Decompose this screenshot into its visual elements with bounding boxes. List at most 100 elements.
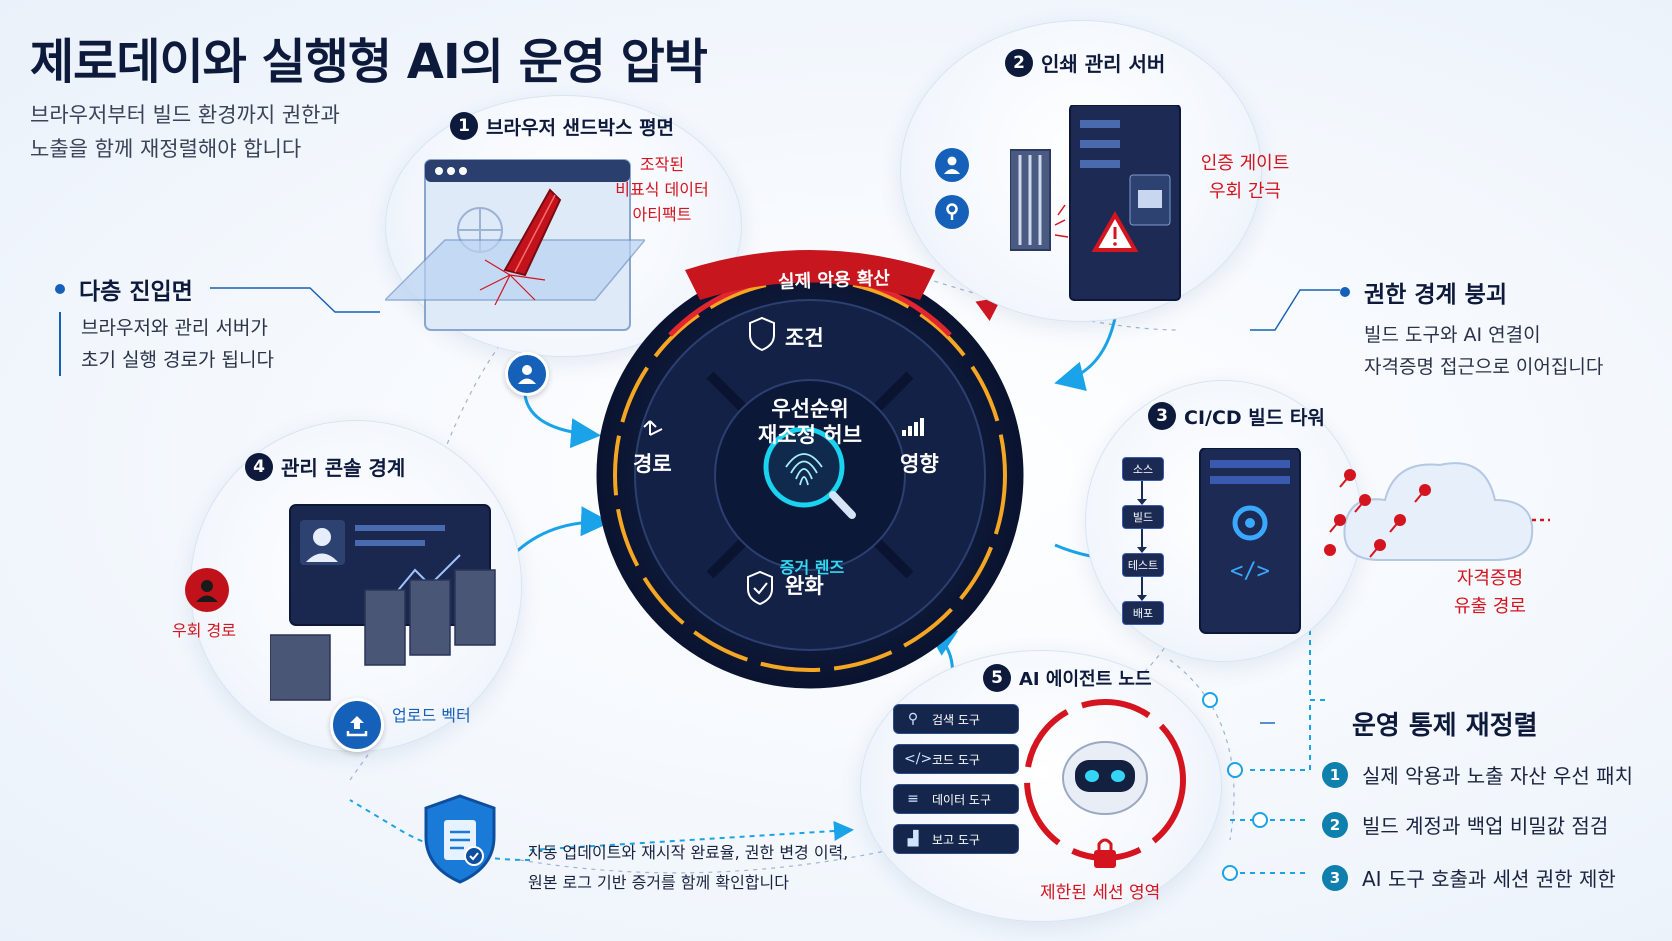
callout-line-1: 빌드 도구와 AI 연결이	[1364, 324, 1541, 346]
step-number: 2	[1322, 811, 1348, 838]
step-text: 실제 악용과 노출 자산 우선 패치	[1362, 764, 1633, 788]
credential-leak-label: 자격증명 유출 경로	[1435, 565, 1545, 621]
callout-line-2: 초기 실행 경로가 됩니다	[81, 349, 274, 371]
tool-label: 보고 도구	[932, 832, 980, 847]
svg-text:</>: </>	[1230, 559, 1270, 584]
section-number: 1	[450, 112, 478, 140]
auth-gap-label-line-2: 우회 간극	[1209, 181, 1281, 202]
callout-privilege-collapse: 권한 경계 붕괴 빌드 도구와 AI 연결이 자격증명 접근으로 이어집니다	[1340, 275, 1603, 383]
step-text: 빌드 계정과 백업 비밀값 점검	[1362, 814, 1609, 838]
step-number: 1	[1322, 761, 1348, 788]
section-title: 인쇄 관리 서버	[1041, 52, 1166, 76]
hub-banner	[685, 250, 935, 300]
evidence-check-note: 자동 업데이트와 재시작 완료율, 권한 변경 이력, 원본 로그 기반 증거를…	[528, 838, 848, 898]
console-section-heading: 4 관리 콘솔 경계	[245, 452, 405, 481]
artifact-label: 조작된 비표식 데이터 아티팩트	[612, 152, 712, 227]
subtitle-line-1: 브라우저부터 빌드 환경까지 권한과	[30, 103, 340, 127]
code-icon: </>	[904, 751, 933, 767]
realign-step-1: 1 실제 악용과 노출 자산 우선 패치	[1322, 760, 1633, 789]
tool-label: 검색 도구	[932, 712, 980, 727]
hub-segment-conditions: 조건	[785, 326, 824, 350]
evidence-line-1: 자동 업데이트와 재시작 완료율, 권한 변경 이력,	[528, 843, 849, 862]
connector-nodes	[1202, 692, 1268, 881]
tool-search: ⚲ 검색 도구	[893, 704, 1019, 734]
chart-icon: ▟	[907, 831, 919, 847]
section-number: 4	[245, 452, 273, 481]
section-title: 브라우저 샌드박스 평면	[486, 116, 675, 139]
callout-line-2: 자격증명 접근으로 이어집니다	[1364, 356, 1604, 378]
database-icon: ≡	[907, 791, 919, 807]
bullet-dot	[1340, 287, 1350, 297]
print-server-illustration	[1010, 105, 1181, 301]
hub-segment-impact: 영향	[900, 452, 939, 476]
pipeline-stage-test: 테스트	[1122, 553, 1164, 577]
tool-code: </>코드 도구	[893, 744, 1019, 774]
browser-section-heading: 1 브라우저 샌드박스 평면	[450, 112, 674, 140]
cicd-section-heading: 3 CI/CD 빌드 타워	[1148, 402, 1325, 430]
artifact-label-line-2: 비표식 데이터	[615, 180, 709, 199]
hub-center-line-1: 우선순위	[771, 397, 849, 421]
realign-step-2: 2 빌드 계정과 백업 비밀값 점검	[1322, 810, 1608, 839]
cloud-leak-illustration	[1324, 462, 1534, 561]
step-text: AI 도구 호출과 세션 권한 제한	[1362, 867, 1616, 891]
hub-segment-path: 경로	[633, 452, 672, 476]
page-subtitle: 브라우저부터 빌드 환경까지 권한과 노출을 함께 재정렬해야 합니다	[30, 98, 390, 166]
auth-gap-label: 인증 게이트 우회 간극	[1195, 150, 1295, 206]
print-section-heading: 2 인쇄 관리 서버	[1005, 48, 1165, 77]
pipeline-stage-source: 소스	[1122, 457, 1164, 481]
callout-line-1: 브라우저와 관리 서버가	[81, 317, 268, 339]
tool-label: 코드 도구	[932, 752, 980, 767]
robot-session-illustration	[1024, 699, 1186, 868]
search-icon: ⚲	[907, 711, 919, 727]
build-tower-illustration: </>	[1199, 448, 1301, 634]
callout-title: 다층 진입면	[79, 279, 193, 305]
credential-leak-label-line-1: 자격증명	[1456, 568, 1524, 589]
user-icon	[935, 148, 969, 182]
section-title: 관리 콘솔 경계	[281, 456, 406, 480]
hub-banner-label: 실제 악용 확산	[777, 268, 891, 293]
tool-report: ▟ 보고 도구	[893, 824, 1019, 854]
admin-console-illustration	[270, 504, 496, 701]
subtitle-line-2: 노출을 함께 재정렬해야 합니다	[30, 137, 302, 161]
tool-data: ≡ 데이터 도구	[893, 784, 1019, 814]
leader-lines	[210, 287, 1340, 724]
tool-label: 데이터 도구	[932, 792, 992, 807]
section-title: CI/CD 빌드 타워	[1184, 406, 1325, 429]
bypass-path-label: 우회 경로	[172, 621, 236, 640]
upload-icon	[330, 698, 384, 752]
step-number: 3	[1322, 864, 1348, 891]
pipeline-stage-build: 빌드	[1122, 505, 1164, 529]
user-icon	[505, 352, 549, 396]
realign-title: 운영 통제 재정렬	[1352, 711, 1538, 741]
agent-section-heading: 5 AI 에이전트 노드	[983, 664, 1152, 692]
key-icon	[935, 195, 969, 229]
attacker-icon	[185, 568, 229, 612]
artifact-label-line-3: 아티팩트	[632, 205, 692, 224]
pipeline-stage-deploy: 배포	[1122, 601, 1164, 625]
realign-step-3: 3 AI 도구 호출과 세션 권한 제한	[1322, 863, 1616, 892]
browser-window-illustration	[385, 159, 645, 331]
pipeline-arrows	[1137, 481, 1147, 601]
callout-multi-entry: 다층 진입면 브라우저와 관리 서버가 초기 실행 경로가 됩니다	[55, 272, 274, 376]
section-number: 3	[1148, 402, 1176, 430]
hub-center-label: 우선순위 재조정 허브	[750, 396, 870, 448]
hub-center-line-2: 재조정 허브	[758, 423, 862, 447]
bullet-dot	[55, 284, 65, 294]
priority-hub	[596, 250, 1024, 689]
auth-gap-label-line-1: 인증 게이트	[1200, 153, 1290, 174]
hub-segment-icons	[643, 316, 775, 606]
upload-vector-label: 업로드 벡터	[392, 706, 471, 725]
evidence-line-2: 원본 로그 기반 증거를 함께 확인합니다	[528, 873, 789, 892]
fingerprint-lens	[763, 426, 856, 519]
evidence-shield-icon	[424, 794, 496, 884]
section-number: 5	[983, 664, 1011, 692]
evidence-lens-label: 증거 렌즈	[779, 558, 845, 577]
signal-bars-icon	[902, 418, 924, 436]
page-title: 제로데이와 실행형 AI의 운영 압박	[30, 34, 708, 90]
section-number: 2	[1005, 48, 1033, 77]
hub-segment-mitigation: 완화	[785, 574, 824, 598]
section-title: AI 에이전트 노드	[1019, 669, 1152, 690]
restricted-session-label: 제한된 세션 영역	[1040, 883, 1161, 903]
artifact-label-line-1: 조작된	[639, 155, 685, 174]
